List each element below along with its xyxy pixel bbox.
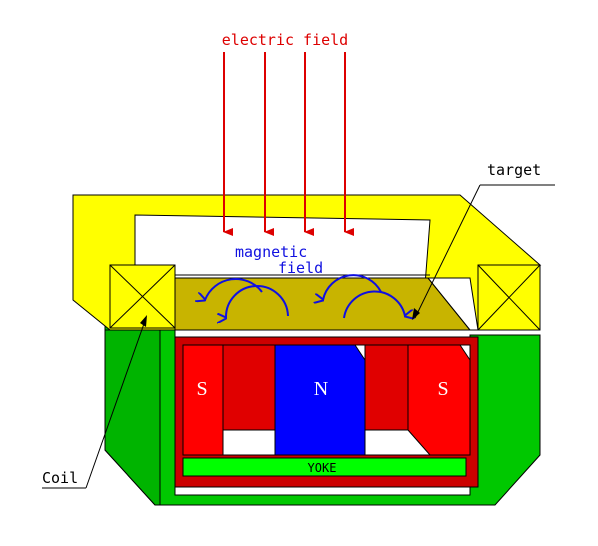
pole-right-label: S [437, 378, 448, 400]
yoke-bar [182, 457, 467, 477]
yoke-label: YOKE [308, 461, 337, 475]
target-plate [174, 277, 472, 331]
magnetic-arc-2 [226, 285, 289, 318]
magnet-right-back [364, 344, 411, 431]
coil-cross-right-line-2 [477, 264, 541, 331]
coil-cross-left-line-2 [109, 264, 176, 329]
magnetic-arc-3 [323, 274, 382, 300]
pole-center-label: N [314, 378, 328, 400]
magnet-left [182, 344, 224, 456]
coil-leader-diagonal [85, 317, 147, 489]
magnetic-label: magnetic [235, 243, 307, 261]
magnet-center [274, 344, 366, 456]
target-leader-arrowhead [412, 308, 420, 320]
coil-label: Coil [42, 469, 78, 487]
pole-left-label: S [196, 378, 207, 400]
target-leader-diagonal [414, 184, 481, 319]
target-label: target [487, 161, 541, 179]
magnet-left-back [221, 344, 276, 431]
magnetic-arc-4 [343, 290, 405, 318]
coil-leader-arrowhead [140, 315, 147, 327]
electric-field-label: electric field [222, 31, 348, 49]
field-label: field [278, 259, 323, 277]
magnet-right [407, 344, 471, 456]
target-gap [426, 277, 479, 331]
